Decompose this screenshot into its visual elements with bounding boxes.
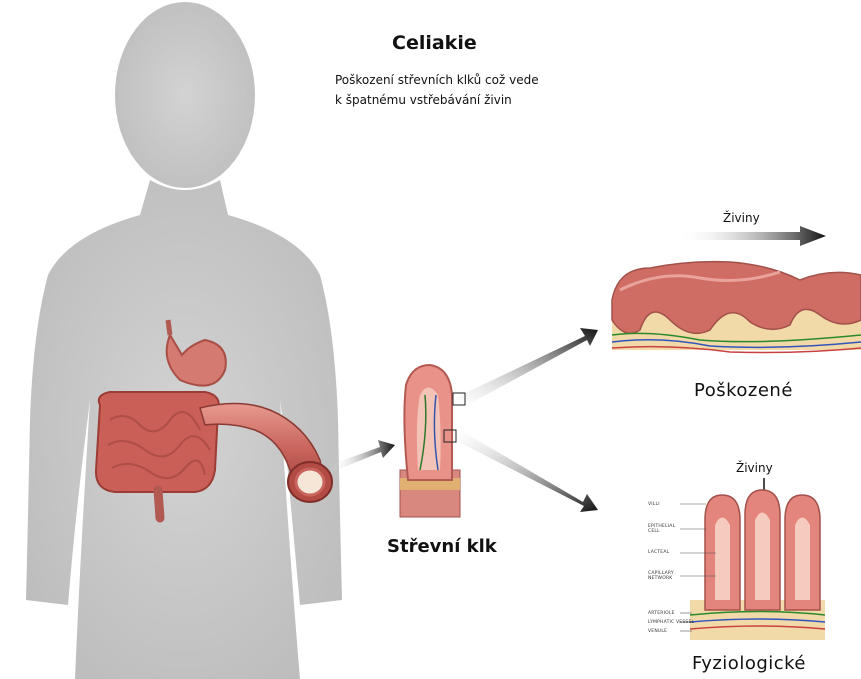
- description-line-2: k špatnému vstřebávání živin: [335, 90, 539, 110]
- nutrients-label-normal: Živiny: [736, 461, 773, 475]
- diagram-description: Poškození střevních klků což vede k špat…: [335, 70, 539, 110]
- intestine-cross-section: [288, 462, 332, 502]
- anatomy-label-venule: VENULE: [648, 629, 667, 634]
- anatomy-label-lacteal: LACTEAL: [648, 550, 669, 555]
- damaged-label: Poškozené: [694, 380, 793, 401]
- nutrients-label-damaged: Živiny: [723, 211, 760, 225]
- nutrients-arrow-damaged: [677, 226, 826, 246]
- damaged-villi-illustration: [612, 262, 861, 353]
- villus-label: Střevní klk: [387, 536, 497, 557]
- diagram-title: Celiakie: [392, 32, 477, 54]
- anatomy-label-lymphatic-vessel: LYMPHATIC VESSEL: [648, 620, 694, 625]
- normal-label: Fyziologické: [692, 653, 806, 674]
- villus-illustration: [400, 365, 465, 517]
- normal-villi-illustration: [680, 490, 825, 640]
- anatomy-label-capillary-network: CAPILLARY NETWORK: [648, 571, 678, 581]
- arrow-to-villus: [330, 440, 395, 472]
- human-silhouette: [26, 2, 342, 679]
- anatomy-label-epithelial-cell: EPITHELIAL CELL: [648, 524, 678, 534]
- anatomy-label-villi: VILLI: [648, 502, 660, 507]
- arrow-to-normal: [455, 430, 598, 512]
- description-line-1: Poškození střevních klků což vede: [335, 70, 539, 90]
- anatomy-label-arteriole: ARTERIOLE: [648, 611, 675, 616]
- arrow-to-damaged: [455, 328, 598, 408]
